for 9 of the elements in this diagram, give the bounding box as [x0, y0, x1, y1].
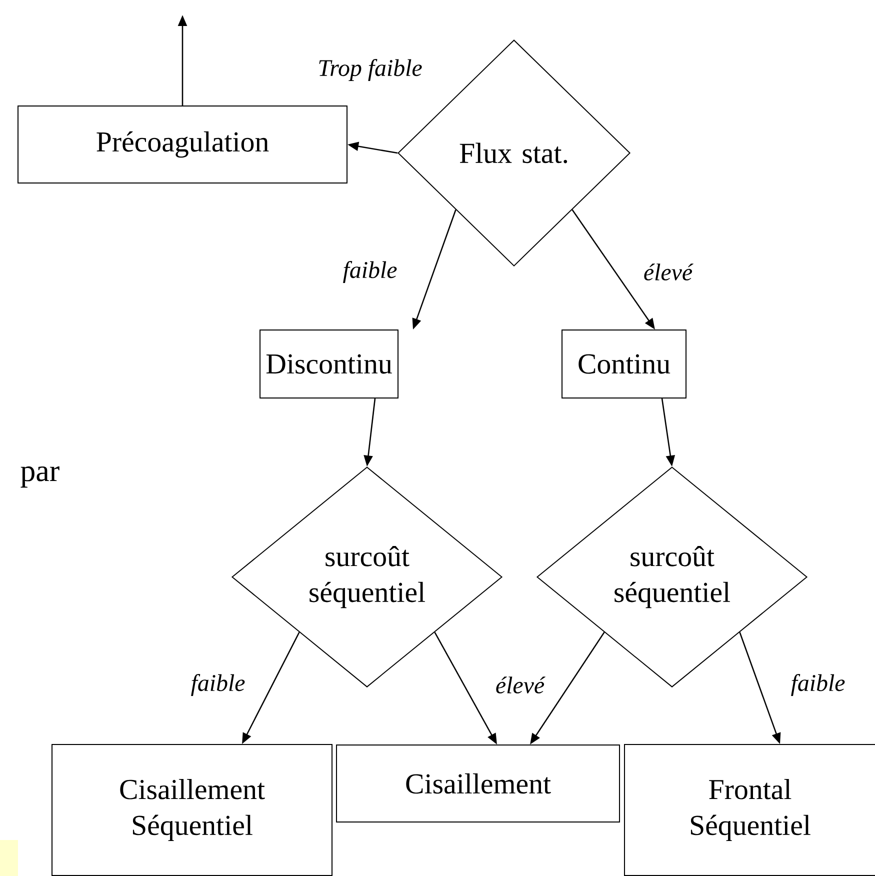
- note-text: par: [20, 466, 60, 488]
- edge-label: élevé: [642, 262, 694, 282]
- process-box: Continu: [562, 330, 686, 398]
- process-box: Frontal Séquentiel: [624, 744, 875, 876]
- process-box: Cisaillement Séquentiel: [52, 744, 332, 876]
- edge-label: faible: [342, 260, 398, 284]
- process-box: Cisaillement: [336, 744, 620, 822]
- process-box: Précoagulation: [18, 106, 348, 184]
- process-box: Discontinu: [260, 330, 398, 398]
